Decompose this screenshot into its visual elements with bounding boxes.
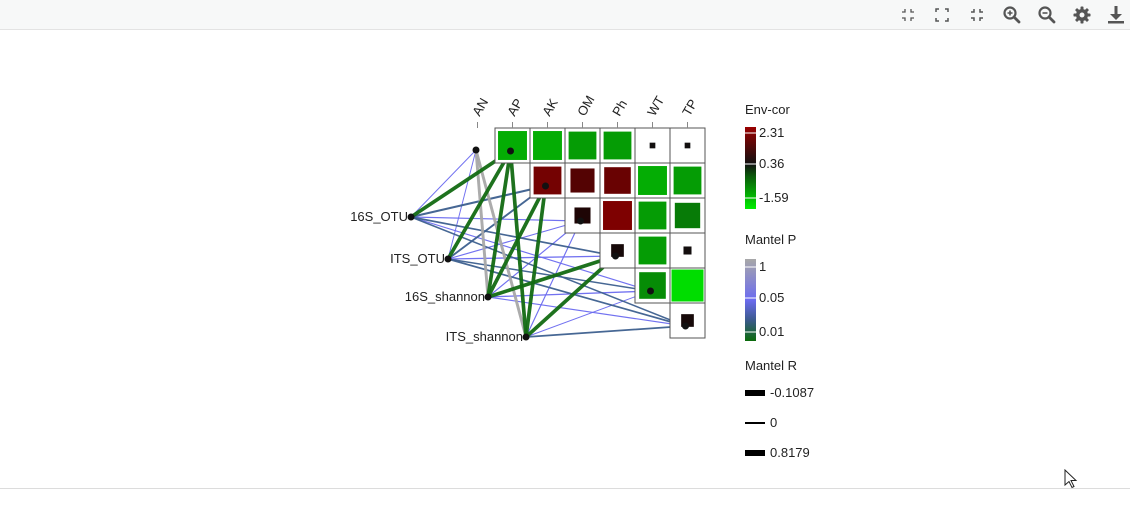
env-label: OM: [574, 93, 597, 119]
mouse-cursor-icon: [1064, 468, 1078, 494]
env-node: [472, 146, 480, 154]
heatmap-cell: [671, 269, 704, 302]
mantel-link: [486, 149, 513, 299]
env-node: [682, 322, 689, 330]
env-label: AK: [539, 96, 561, 119]
species-node: [484, 293, 492, 301]
heatmap-cell: [570, 168, 595, 193]
env-node: [542, 182, 549, 190]
toolbar: [0, 0, 1130, 30]
species-node: [444, 255, 452, 263]
heatmap-cell: [673, 166, 702, 195]
legend-label-mantel-r: 0.8179: [770, 445, 810, 460]
heatmap-cell: [639, 272, 666, 299]
mantel-link: [446, 149, 513, 261]
heatmap-cell: [638, 201, 667, 230]
env-label: WT: [644, 93, 667, 118]
mantel-link: [410, 216, 617, 257]
mantel-link: [447, 258, 687, 327]
heatmap-cell: [638, 236, 667, 265]
zoom-out-icon[interactable]: [1032, 0, 1062, 29]
mantel-link: [508, 149, 528, 339]
mantel-link: [487, 296, 687, 327]
fullscreen-icon[interactable]: [927, 0, 957, 29]
mantel-link: [409, 149, 513, 219]
heatmap-cell: [638, 166, 667, 195]
legend-label-env-cor: 0.36: [759, 156, 784, 171]
heatmap-cell: [683, 246, 692, 255]
link-nodes: [407, 146, 689, 341]
mantel-link: [525, 325, 687, 338]
legend-label-env-cor: -1.59: [759, 190, 789, 205]
heatmap-cell: [684, 142, 691, 149]
legend-title-env-cor: Env-cor: [745, 102, 790, 117]
legend-label-mantel-p: 0.05: [759, 290, 784, 305]
species-node: [522, 333, 530, 341]
legend-title-mantel-p: Mantel P: [745, 232, 796, 247]
legend-label-mantel-p: 1: [759, 259, 766, 274]
legend-label-env-cor: 2.31: [759, 125, 784, 140]
env-node: [577, 217, 584, 225]
mantel-link: [525, 290, 651, 338]
mantel-link: [409, 184, 547, 219]
mantel-link: [410, 216, 652, 292]
legend-colorbar-env-cor: [745, 127, 756, 209]
legend-label-mantel-r: 0: [770, 415, 777, 430]
env-node: [612, 252, 619, 260]
mantel-link: [410, 216, 687, 327]
mantel-chart: AN AP AK OM Ph WT TP 16S_OTU ITS_OTU 16S_shannon…: [350, 93, 814, 460]
env-label: AP: [504, 96, 526, 119]
species-label: ITS_shannon: [446, 329, 523, 344]
heatmap-cell: [674, 202, 701, 229]
heatmap-cell: [649, 142, 656, 149]
correlation-heatmap: [494, 127, 706, 339]
bottom-divider: [0, 488, 1130, 489]
heatmap-cell: [533, 166, 562, 195]
heatmap-cell: [603, 131, 632, 160]
legend-title-mantel-r: Mantel R: [745, 358, 797, 373]
legend-label-mantel-r: -0.1087: [770, 385, 814, 400]
env-axis-labels: AN AP AK OM Ph WT TP: [469, 93, 700, 128]
env-node: [647, 287, 654, 295]
mantel-link: [524, 184, 548, 339]
mantel-links: [409, 148, 687, 339]
mantel-link: [447, 220, 582, 260]
env-label: TP: [679, 97, 700, 119]
exit-fullscreen-icon[interactable]: [962, 0, 992, 29]
zoom-in-icon[interactable]: [997, 0, 1027, 29]
download-icon[interactable]: [1101, 0, 1130, 29]
env-label: AN: [469, 95, 491, 118]
mantel-link: [447, 258, 652, 292]
species-label: 16S_OTU: [350, 209, 408, 224]
species-label: ITS_OTU: [390, 251, 445, 266]
legend-label-mantel-p: 0.01: [759, 324, 784, 339]
mantel-link: [525, 220, 582, 338]
env-node: [507, 147, 514, 155]
mantel-link: [474, 148, 528, 339]
heatmap-cell: [533, 131, 562, 160]
env-label: Ph: [609, 97, 630, 118]
collapse-icon[interactable]: [893, 0, 923, 29]
settings-icon[interactable]: [1067, 0, 1097, 29]
mantel-link: [410, 149, 477, 218]
heatmap-cell: [568, 131, 597, 160]
heatmap-cell: [498, 131, 527, 160]
legend-colorbar-mantel-p: [745, 259, 756, 341]
species-node: [407, 213, 415, 221]
mantel-link: [486, 254, 618, 299]
heatmap-cell: [603, 201, 632, 230]
mantel-link: [524, 254, 618, 339]
mantel-link: [447, 255, 617, 260]
heatmap-cell: [604, 167, 631, 194]
species-label: 16S_shannon: [405, 289, 485, 304]
